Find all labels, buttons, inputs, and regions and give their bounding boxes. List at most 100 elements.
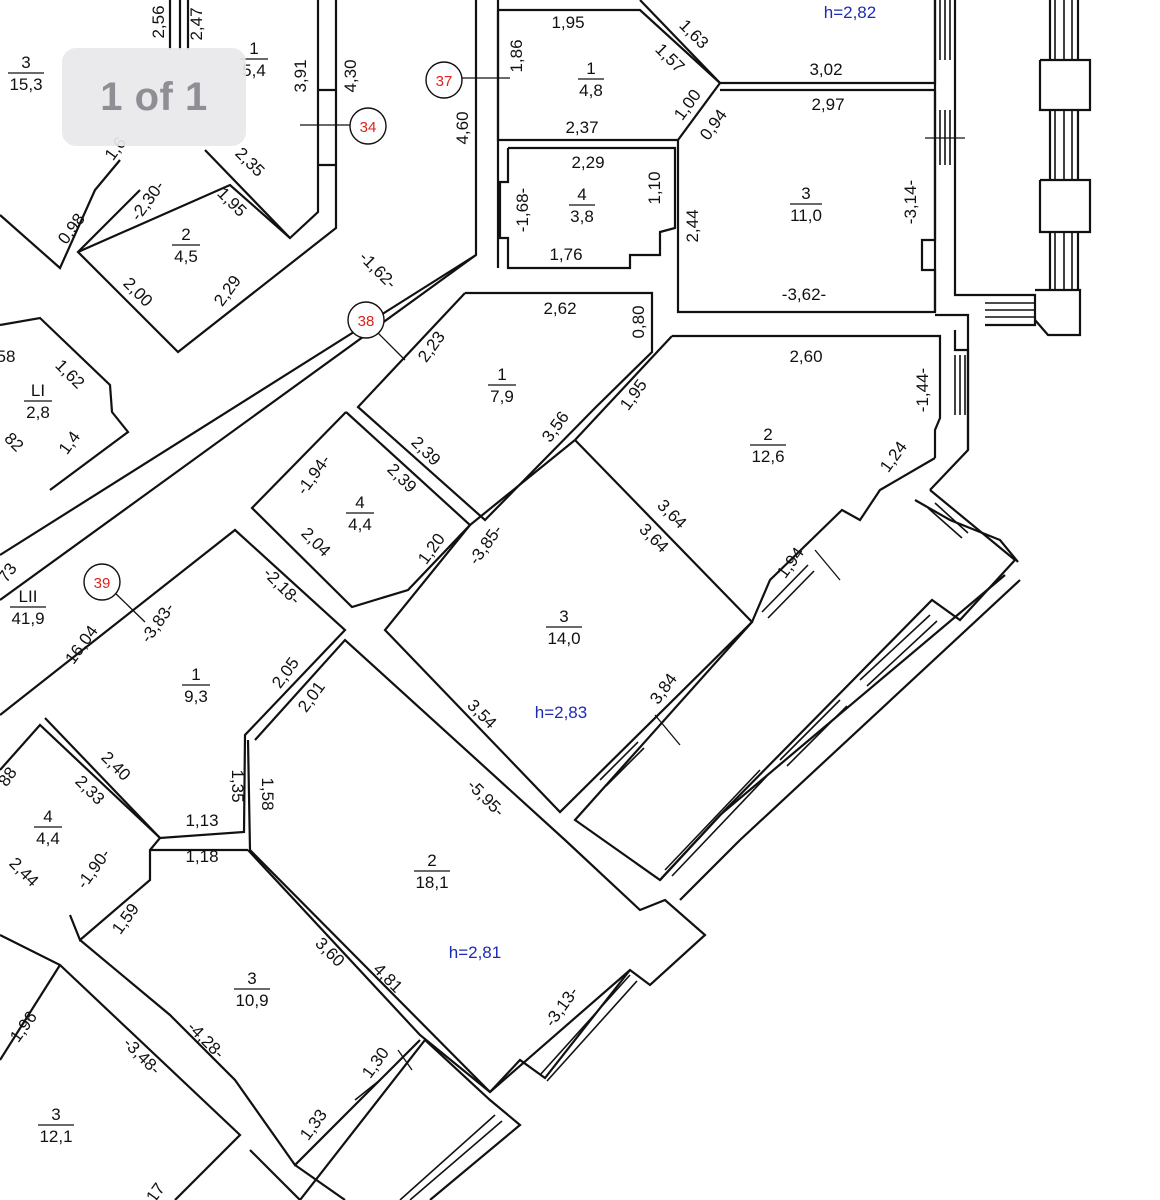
svg-text:14,0: 14,0 — [547, 629, 580, 648]
dimension-label: 58 — [0, 347, 15, 366]
dimension-label: 2,01 — [294, 678, 329, 716]
dimension-label: 1,00 — [670, 86, 705, 124]
dimension-label: 2,39 — [407, 433, 444, 470]
dimension-label: 3,64 — [635, 520, 672, 557]
room-label: 14,8 — [578, 59, 604, 100]
svg-text:4: 4 — [355, 493, 364, 512]
dimension-label: -1,44- — [913, 368, 932, 412]
svg-text:2,8: 2,8 — [26, 403, 50, 422]
dimension-label: -3,83- — [137, 599, 178, 646]
svg-text:3: 3 — [247, 969, 256, 988]
svg-text:3: 3 — [559, 607, 568, 626]
dimension-label: 1,20 — [414, 530, 449, 568]
svg-text:12,6: 12,6 — [751, 447, 784, 466]
dimension-label: 3,84 — [646, 670, 681, 708]
dimension-label: 2,29 — [571, 153, 604, 172]
room-label: 43,8 — [569, 185, 595, 226]
ceiling-height-label: h=2,83 — [535, 703, 587, 722]
dimension-label: 1,24 — [876, 438, 911, 476]
svg-text:3: 3 — [801, 184, 810, 203]
room-label: 44,4 — [34, 807, 62, 848]
dimension-label: -1,68- — [513, 188, 532, 232]
dimension-label: 1,13 — [185, 811, 218, 830]
apartment-marker-label: 38 — [358, 313, 375, 330]
dimension-label: 1,62 — [51, 356, 88, 393]
svg-text:7,9: 7,9 — [490, 387, 514, 406]
svg-text:LI: LI — [31, 381, 45, 400]
ceiling-height-label: h=2,82 — [824, 3, 876, 22]
apartment-marker-label: 39 — [94, 575, 111, 592]
svg-text:41,9: 41,9 — [11, 609, 44, 628]
dimension-label: 2,35 — [231, 144, 268, 181]
svg-text:1: 1 — [249, 39, 258, 58]
dimension-label: 0,94 — [696, 106, 731, 144]
svg-text:LII: LII — [19, 587, 38, 606]
svg-text:3: 3 — [51, 1105, 60, 1124]
walls — [0, 0, 1092, 1200]
svg-text:2: 2 — [181, 225, 190, 244]
svg-text:10,9: 10,9 — [235, 991, 268, 1010]
dimension-label: -1,62- — [355, 248, 400, 293]
svg-text:15,3: 15,3 — [9, 75, 42, 94]
dimension-label: 2,05 — [268, 654, 303, 692]
svg-text:4,5: 4,5 — [174, 247, 198, 266]
dimension-labels: 1,95 1,63 1,86 1,57 3,02 1,00 2,37 2,97 … — [0, 5, 932, 1200]
dimension-label: 2,00 — [119, 274, 156, 311]
svg-text:1: 1 — [586, 59, 595, 78]
svg-text:4: 4 — [43, 807, 52, 826]
room-label: 311,0 — [790, 184, 822, 225]
dimension-label: 1,58 — [258, 777, 277, 810]
dimension-label: 4,60 — [453, 111, 472, 144]
svg-text:3,8: 3,8 — [570, 207, 594, 226]
dimension-label: 2,44 — [683, 209, 702, 242]
dimension-label: 3,60 — [311, 934, 348, 971]
svg-text:4,4: 4,4 — [348, 515, 372, 534]
ceiling-height-label: h=2,81 — [449, 943, 501, 962]
room-label: 212,6 — [750, 425, 786, 466]
apartment-markers: 37 34 38 39 — [83, 61, 463, 601]
svg-text:1: 1 — [191, 665, 200, 684]
room-label: LI 2,8 — [24, 381, 52, 422]
dimension-label: 73 — [0, 560, 21, 586]
room-label: 24,5 — [172, 225, 200, 266]
dimension-label: 3,02 — [809, 60, 842, 79]
svg-text:1: 1 — [497, 365, 506, 384]
dimension-label: 1,30 — [358, 1044, 393, 1082]
dimension-label: 1,33 — [296, 1106, 331, 1144]
room-label: 44,4 — [346, 493, 374, 534]
svg-text:4,8: 4,8 — [579, 81, 603, 100]
room-labels: 14,8 43,8 311,0 17,9 212,6 44,4 314,0 19… — [8, 39, 822, 1146]
room-label: 19,3 — [182, 665, 210, 706]
dimension-label: 2,23 — [414, 328, 449, 366]
dimension-label: 3,54 — [463, 696, 500, 733]
dimension-label: 1,10 — [645, 171, 664, 204]
dimension-label: 16,04 — [61, 622, 101, 668]
dimension-label: 3,56 — [538, 408, 573, 446]
room-label: 218,1 — [414, 851, 450, 892]
svg-text:4,4: 4,4 — [36, 829, 60, 848]
room-label: 312,1 — [38, 1105, 74, 1146]
apartment-marker-34 — [349, 107, 387, 145]
dimension-label: -3,85- — [465, 521, 506, 568]
dimension-label: 17 — [142, 1180, 168, 1200]
dimension-label: 2,60 — [789, 347, 822, 366]
dimension-label: 1,59 — [108, 900, 143, 938]
dimension-label: 3,91 — [291, 59, 310, 92]
dimension-label: -1,94- — [293, 451, 334, 498]
dimension-label: -3,13- — [541, 983, 582, 1030]
page-indicator: 1 of 1 — [62, 48, 246, 146]
page-indicator-text: 1 of 1 — [100, 74, 208, 119]
windows — [354, 0, 1073, 1200]
apartment-marker-39 — [83, 563, 121, 601]
dimension-label: -2,30- — [127, 177, 168, 224]
dimension-label: 2,44 — [5, 854, 42, 891]
dimension-label: 2,39 — [383, 460, 420, 497]
svg-text:4: 4 — [577, 185, 586, 204]
dimension-label: 1,4 — [55, 428, 84, 458]
dimension-label: -4,28- — [183, 1018, 228, 1063]
room-label: LII 41,9 — [10, 587, 46, 628]
room-label: 315,3 — [8, 53, 44, 94]
dimension-label: 1,95 — [551, 13, 584, 32]
dimension-label: 1,76 — [549, 245, 582, 264]
